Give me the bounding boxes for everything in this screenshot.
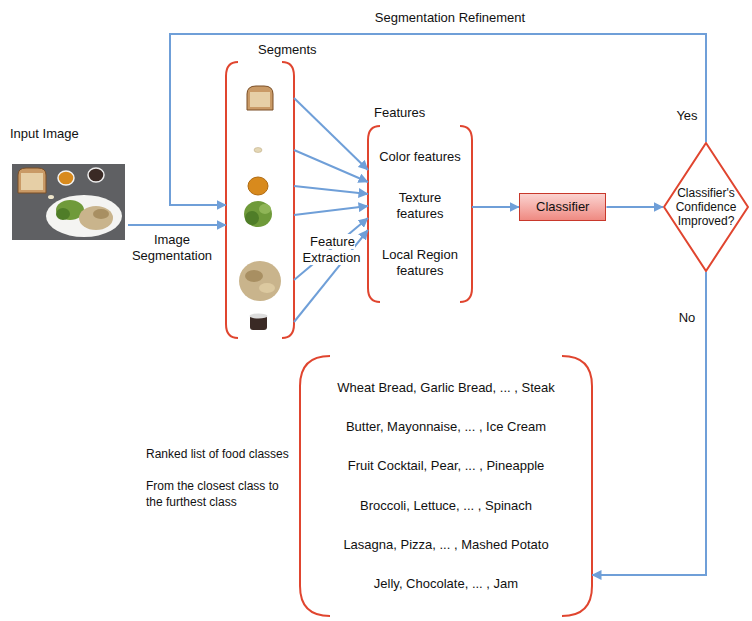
input-photo-part bbox=[18, 168, 46, 193]
process-box: Classifier bbox=[519, 193, 606, 221]
brackets bbox=[226, 62, 592, 616]
flow-arrow bbox=[592, 272, 706, 575]
list-item: Butter, Mayonnaise, ... , Ice Cream bbox=[346, 419, 546, 435]
diamond-shape bbox=[664, 143, 748, 271]
input-photo-part bbox=[79, 206, 113, 230]
arrow-line bbox=[170, 34, 706, 205]
list-item: Lasagna, Pizza, ... , Mashed Potato bbox=[343, 537, 548, 553]
segment-images-part bbox=[245, 211, 259, 225]
edge-label-text: No bbox=[679, 310, 696, 325]
decision-diamond: Classifier's Confidence Improved? bbox=[663, 142, 749, 272]
edge-label: Feature Extraction bbox=[297, 234, 367, 266]
left-bracket bbox=[368, 126, 380, 302]
segment-images-part bbox=[247, 86, 273, 110]
arrow-line bbox=[294, 186, 368, 194]
edge-label-text: Yes bbox=[676, 108, 697, 123]
edge-label: Yes bbox=[672, 108, 702, 124]
right-bracket bbox=[562, 356, 592, 616]
flow-arrow bbox=[128, 225, 226, 226]
left-bracket bbox=[226, 62, 238, 338]
note-text: From the closest class to the furthest c… bbox=[146, 478, 298, 510]
group-heading: Features bbox=[374, 105, 425, 120]
flow-arrow bbox=[472, 207, 519, 208]
input-photo-part bbox=[88, 168, 104, 182]
segments-group: Segments bbox=[226, 62, 294, 338]
segment-images-part bbox=[244, 201, 272, 227]
right-bracket bbox=[460, 126, 472, 302]
input-photo-part bbox=[46, 195, 122, 237]
arrow-line bbox=[472, 206, 519, 208]
list-item: Local Region features bbox=[378, 247, 462, 279]
list-item: Broccoli, Lettuce, ... , Spinach bbox=[360, 498, 532, 514]
left-bracket bbox=[300, 356, 330, 616]
list-item: Jelly, Chocolate, ... , Jam bbox=[374, 576, 518, 592]
decision-text: Classifier's Confidence Improved? bbox=[673, 186, 739, 228]
list-item: Color features bbox=[379, 149, 461, 165]
arrow-line bbox=[294, 206, 368, 215]
loop-label: Segmentation Refinement bbox=[330, 10, 570, 26]
ranked-list: Wheat Bread, Garlic Bread, ... , SteakBu… bbox=[300, 356, 592, 616]
input-photo-part bbox=[58, 171, 74, 185]
image-node: Input Image bbox=[10, 126, 128, 244]
edge-label: Image Segmentation bbox=[124, 232, 220, 264]
arrow-line bbox=[294, 150, 368, 182]
segment-images-part bbox=[250, 92, 270, 107]
flow-arrow bbox=[170, 34, 706, 205]
input-photo-part bbox=[12, 164, 125, 240]
input-photo-part bbox=[93, 209, 109, 219]
box-label: Classifier bbox=[536, 199, 589, 215]
segment-images-part bbox=[239, 261, 281, 301]
input-photo-part bbox=[21, 173, 43, 190]
arrow-line bbox=[294, 230, 368, 322]
flow-arrow bbox=[606, 207, 663, 208]
input-photo-part bbox=[56, 208, 70, 220]
segment-images-part bbox=[254, 148, 262, 153]
arrow-line bbox=[592, 272, 706, 575]
input-photo bbox=[12, 164, 125, 240]
arrow-line bbox=[294, 218, 368, 280]
arrow-line bbox=[294, 98, 368, 170]
node-label: Input Image bbox=[10, 126, 128, 142]
arrow-line bbox=[606, 206, 663, 208]
segment-images-part bbox=[259, 204, 271, 214]
group-heading: Segments bbox=[258, 42, 317, 57]
list-item: Wheat Bread, Garlic Bread, ... , Steak bbox=[337, 380, 554, 396]
flow-arrow bbox=[294, 98, 368, 322]
input-photo-part bbox=[48, 195, 54, 199]
arrow-line bbox=[128, 224, 226, 226]
note-text: Ranked list of food classes bbox=[146, 446, 298, 462]
edge-label: No bbox=[672, 310, 702, 326]
segment-images bbox=[239, 86, 281, 330]
segment-images-part bbox=[259, 283, 275, 293]
segment-images-part bbox=[245, 270, 263, 282]
edge-label-text: Image Segmentation bbox=[132, 232, 212, 263]
edge-label-text: Feature Extraction bbox=[303, 234, 362, 265]
list-item: Fruit Cocktail, Pear, ... , Pineapple bbox=[348, 458, 545, 474]
features-group: FeaturesColor featuresTexture featuresLo… bbox=[368, 126, 472, 302]
right-bracket bbox=[282, 62, 294, 338]
segment-images-part bbox=[248, 177, 268, 195]
segment-images-part bbox=[250, 314, 268, 319]
list-item: Texture features bbox=[378, 190, 462, 222]
